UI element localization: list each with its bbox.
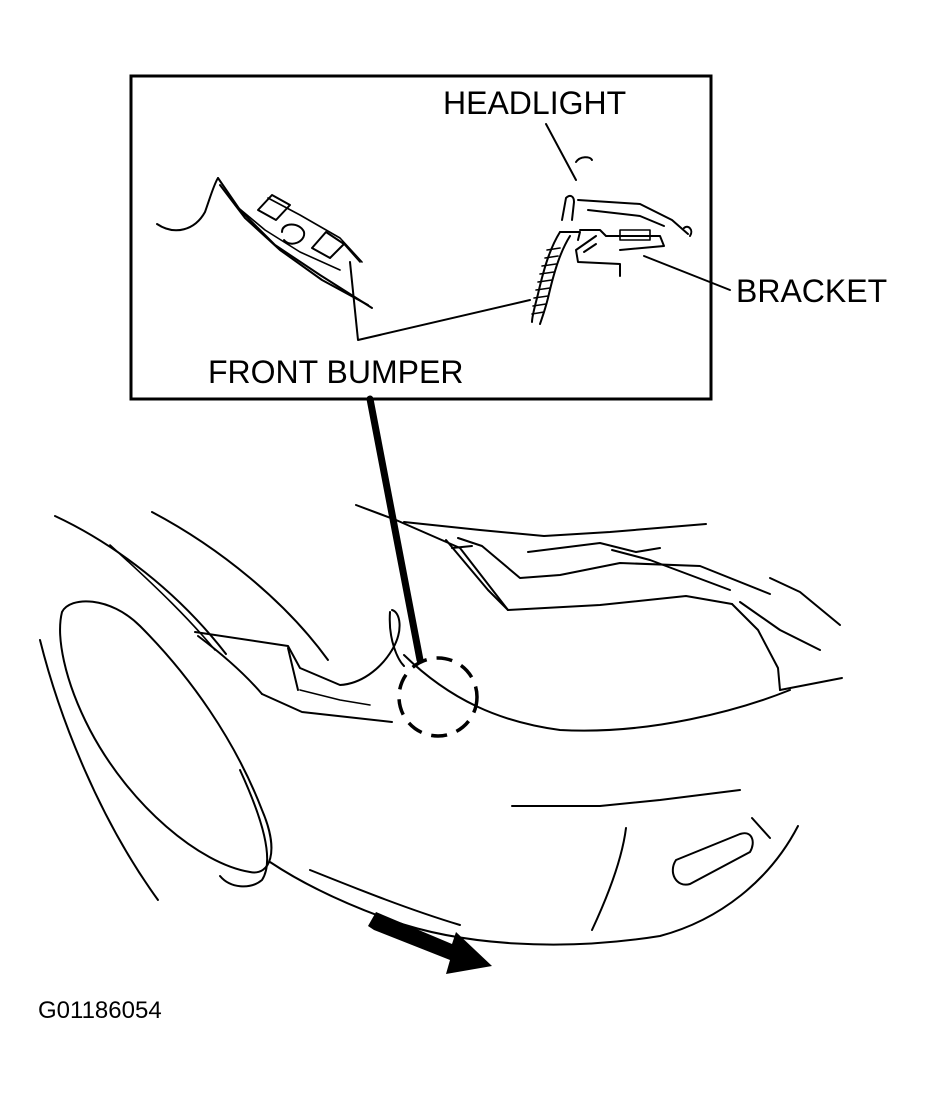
location-highlight-circle (397, 656, 479, 738)
detail-inset: HEADLIGHT BRACKET FRONT BUMPER (129, 74, 887, 401)
bracket-label: BRACKET (736, 273, 887, 309)
figure-code-label: G01186054 (38, 997, 162, 1024)
inset-frame (129, 74, 713, 401)
forward-direction-arrow (368, 912, 492, 974)
car-front-illustration (39, 504, 843, 946)
headlight-bracket-detail (531, 156, 693, 325)
bumper-edge-detail (156, 177, 373, 309)
headlight-label: HEADLIGHT (443, 85, 626, 121)
inset-pointer-line (366, 395, 424, 664)
inset-leader-lines (349, 123, 731, 341)
front-bumper-label: FRONT BUMPER (208, 354, 463, 390)
